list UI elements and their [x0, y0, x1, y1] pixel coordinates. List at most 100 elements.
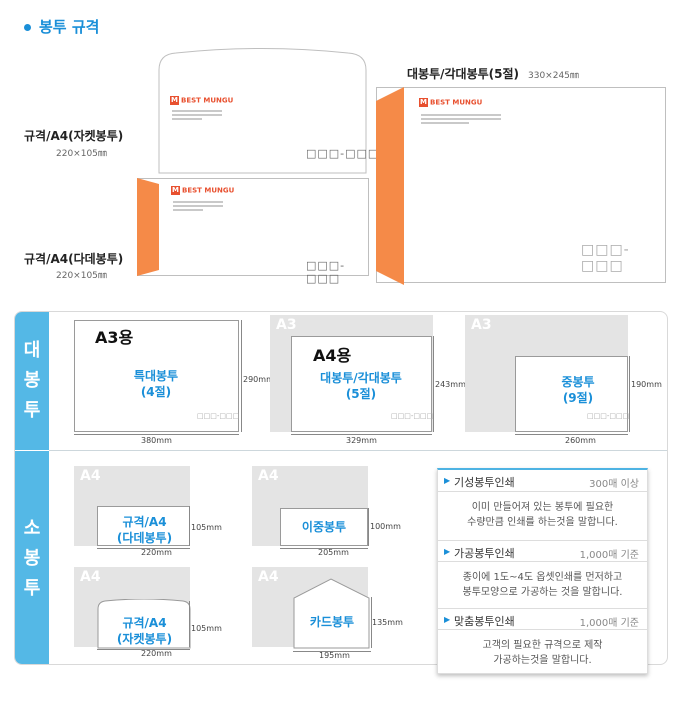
paper-size-tag: A3 [276, 317, 297, 333]
height-dim-line [241, 320, 242, 432]
height-dim: 290mm [243, 375, 274, 384]
jacket-label: 규격/A4(자켓봉투) [24, 129, 124, 143]
desc-line: 가공하는것을 말합니다. [493, 655, 592, 666]
page-title: 봉투 규격 [24, 16, 99, 37]
height-dim: 100mm [370, 522, 401, 531]
info-row-gagong: ▶ 가공봉투인쇄 1,000매 기준 [438, 540, 647, 562]
logo-mark: M [171, 186, 180, 195]
zip-box: □□□-□□□ [197, 412, 240, 420]
envelope-tukdae [74, 320, 239, 432]
name-line: (5절) [345, 387, 377, 401]
width-dim: 329mm [346, 436, 377, 445]
zip-box: □□□-□□□ [391, 412, 434, 420]
width-dim-line [291, 434, 432, 435]
desc-line: 봉투모양으로 가공하는 것을 말합니다. [462, 587, 623, 598]
address-lines [173, 199, 223, 213]
logo-text: BEST MUNGU [430, 98, 483, 107]
zip-box: □□□-□□□ [587, 412, 630, 420]
envelope-name: 특대봉투 (4절) [106, 368, 206, 400]
width-dim-line [97, 548, 190, 549]
bullet-icon [24, 24, 31, 31]
arrow-right-icon: ▶ [444, 615, 451, 624]
info-name: 맞춤봉투인쇄 [454, 615, 515, 628]
dadae-flap [137, 178, 159, 276]
height-dim: 243mm [435, 380, 466, 389]
logo-text: BEST MUNGU [181, 96, 234, 105]
logo-text: BEST MUNGU [182, 186, 235, 195]
name-line: 특대봉투 [133, 369, 179, 383]
large-side-label: 대 봉 투 [15, 312, 49, 450]
width-dim: 205mm [318, 548, 349, 557]
height-dim: 105mm [191, 523, 222, 532]
desc-line: 이미 만들어져 있는 봉투에 필요한 [471, 502, 614, 513]
info-value: 1,000매 기준 [579, 618, 639, 629]
side-char: 봉 [23, 370, 41, 391]
dadae-label: 규격/A4(다데봉투) [24, 252, 124, 266]
name-line: 규격/A4 [122, 515, 167, 529]
height-dim: 135mm [372, 618, 403, 627]
zip-box: □□□-□□□ [306, 147, 380, 160]
jacket-size: 220×105㎜ [56, 149, 107, 159]
width-dim: 220mm [141, 548, 172, 557]
envelope-dadae-small [97, 506, 190, 546]
large-label: 대봉투/각대봉투(5절) [407, 67, 520, 81]
height-dim: 190mm [631, 380, 662, 389]
info-row-matchum: ▶ 맞춤봉투인쇄 1,000매 기준 [438, 608, 647, 630]
envelope-ijung [280, 508, 368, 546]
envelope-card [293, 578, 370, 649]
info-name: 기성봉투인쇄 [454, 476, 515, 489]
name-line: (다데봉투) [116, 531, 173, 545]
name-line: 규격/A4 [122, 616, 167, 630]
paper-label: A4용 [313, 346, 352, 365]
width-dim-line [74, 434, 239, 435]
paper-size-tag: A3 [471, 317, 492, 333]
large-size: 330×245㎜ [528, 71, 579, 81]
name-line: 중봉투 [561, 375, 595, 389]
name-line: (4절) [140, 385, 172, 399]
arrow-right-icon: ▶ [444, 476, 451, 485]
envelope-name: 대봉투/각대봉투(5절) [311, 370, 411, 402]
paper-size-tag: A4 [258, 468, 279, 484]
envelope-name: 중봉투 (9절) [528, 374, 628, 406]
arrow-right-icon: ▶ [444, 547, 451, 556]
address-lines [172, 108, 222, 122]
envelope-name: 규격/A4 (다데봉투) [97, 514, 192, 546]
height-dim-line [433, 336, 434, 432]
height-dim-line [368, 508, 369, 546]
side-char: 투 [23, 400, 41, 421]
envelope-jungbong [515, 356, 628, 432]
large-flap [376, 87, 404, 285]
width-dim: 195mm [319, 651, 350, 660]
small-side-label: 소 봉 투 [15, 451, 49, 664]
envelope-name: 카드봉투 [309, 615, 355, 629]
page-title-text: 봉투 규격 [39, 18, 100, 36]
name-line: (9절) [562, 391, 594, 405]
envelope-daebong [291, 336, 432, 432]
desc-line: 수량만큼 인쇄를 하는것을 말합니다. [467, 517, 618, 528]
info-row-gisung: ▶ 기성봉투인쇄 300매 이상 [438, 470, 647, 492]
width-dim: 380mm [141, 436, 172, 445]
side-char: 투 [23, 577, 41, 599]
side-char: 소 [23, 517, 41, 539]
side-char: 대 [23, 340, 41, 361]
info-name: 가공봉투인쇄 [454, 547, 515, 560]
paper-label: A3용 [95, 328, 134, 347]
logo-mark: M [419, 98, 428, 107]
width-dim-line [293, 651, 371, 652]
name-line: (자켓봉투) [116, 632, 173, 646]
width-dim-line [280, 548, 368, 549]
info-value: 1,000매 기준 [579, 550, 639, 561]
width-dim: 220mm [141, 649, 172, 658]
height-dim-line [629, 356, 630, 432]
height-dim-line [371, 597, 372, 648]
logo-mark: M [170, 96, 179, 105]
paper-size-tag: A4 [80, 569, 101, 585]
